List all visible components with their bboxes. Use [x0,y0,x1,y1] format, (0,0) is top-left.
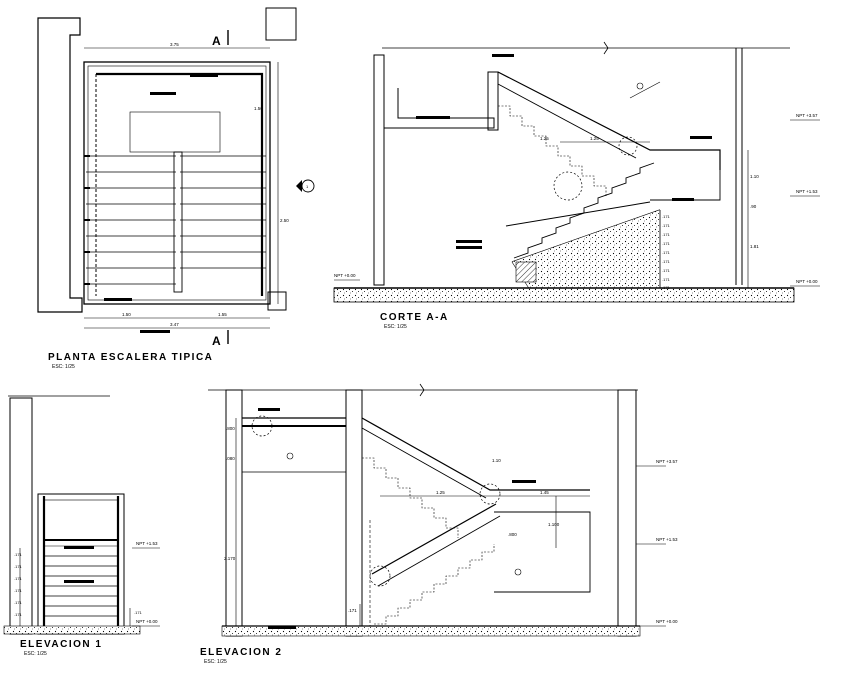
elev1-riser-dim: .171 [14,588,23,593]
plan-title: PLANTA ESCALERA TIPICA [48,352,213,363]
section-scale: ESC: 1/25 [384,324,407,330]
elev2-dim-height-b: .800 [508,532,517,537]
section-dim-height-b: 1.81 [750,244,759,249]
elev1-level-mid: NPT +1.53 [136,541,158,546]
elev1-scale: ESC: 1/25 [24,651,47,657]
elevation-2-view [208,383,666,637]
plan-column-top [265,7,297,41]
elev1-level-base: NPT +0.00 [136,619,158,624]
section-riser-dim: .171 [662,250,671,255]
plan-axis-mark-bottom: A [212,334,221,348]
plan-section-mark: 1 [306,184,309,189]
elev1-title: ELEVACION 1 [20,639,102,650]
elev1-riser-dim: .171 [14,564,23,569]
plan-dim-bottom-left: 1.50 [122,312,131,317]
plan-dim-bottom-right: 1.55 [218,312,227,317]
elev2-dim-rail: 1.10 [492,458,501,463]
plan-scale: ESC: 1/25 [52,364,75,370]
section-title: CORTE A-A [380,312,449,323]
elev2-title: ELEVACION 2 [200,647,282,658]
elev2-level-mid: NPT +1.53 [656,537,678,542]
elev2-dim-left-total: 2.170 [224,556,236,561]
plan-column-bottom [267,291,287,311]
section-riser-dim: .171 [662,285,671,290]
plan-dim-right-side: 2.50 [280,218,289,223]
plan-treads-right [180,155,266,269]
elev2-dim-left-mid: .080 [226,456,235,461]
plan-view [37,7,315,344]
section-riser-dim: .171 [662,268,671,273]
elev1-riser-dim: .171 [14,552,23,557]
elev2-level-top: NPT +3.57 [656,459,678,464]
section-riser-dim: .171 [662,214,671,219]
section-level-base: NPT +0.00 [796,279,818,284]
elev2-dim-height-a: 1.100 [548,522,560,527]
section-riser-dim: .171 [662,259,671,264]
section-dim-landing: .90 [750,204,757,209]
plan-treads-left [86,155,176,285]
section-view [333,41,820,303]
elev2-scale: ESC: 1/25 [204,659,227,665]
plan-axis-mark-top: A [212,34,221,48]
elev1-riser-dim: .171 [14,600,23,605]
plan-dim-right-upper: 1.56 [254,106,263,111]
elev2-level-base: NPT +0.00 [656,619,678,624]
section-riser-dim: .171 [662,277,671,282]
elev2-dim-tread-a: 1.25 [436,490,445,495]
section-dim-tread-a: 1.25 [540,136,549,141]
section-riser-dims: .171 .171 .171 .171 .171 .171 .171 .171 … [662,214,671,290]
section-level-base-left: NPT +0.00 [334,273,356,278]
elev2-dim-left-top: .800 [226,426,235,431]
section-riser-dim: .171 [662,232,671,237]
elevation-1-view [3,395,160,635]
section-level-top: NPT +3.57 [796,113,818,118]
section-level-mid: NPT +1.53 [796,189,818,194]
elev1-riser-dims: .171 .171 .171 .171 .171 .171 [14,552,23,617]
section-dim-height-a: 1.10 [750,174,759,179]
elev1-riser-dim: .171 [14,576,23,581]
elev1-bottom-dim: .171 [134,610,143,615]
section-riser-dim: .171 [662,241,671,246]
plan-wall-left [37,17,83,313]
elev1-riser-dim: .171 [14,612,23,617]
plan-dim-bottom-total: 3.47 [170,322,179,327]
plan-dim-top-total: 3.75 [170,42,179,47]
section-dim-tread-b: 1.25 [590,136,599,141]
elev2-dim-tread-b: 1.45 [540,490,549,495]
elev2-dim-bottom: .171 [348,608,357,613]
section-riser-dim: .171 [662,223,671,228]
